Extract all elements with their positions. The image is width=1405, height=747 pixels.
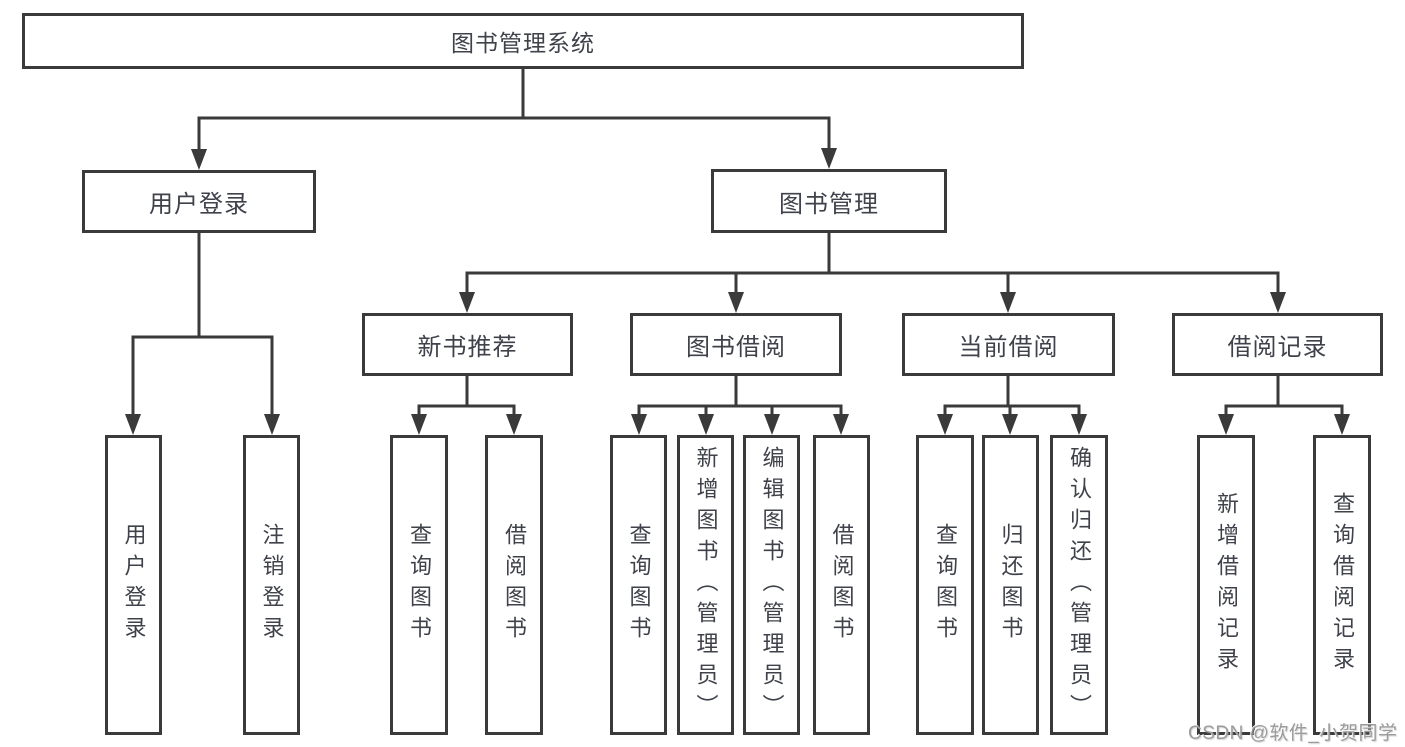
leaf-add-book-admin: 新增图书（管理员） xyxy=(677,435,734,735)
leaf-add-borrow-record: 新增借阅记录 xyxy=(1197,435,1255,735)
node-user-login: 用户登录 xyxy=(82,170,316,233)
leaf-edit-book-admin: 编辑图书（管理员） xyxy=(743,435,800,735)
node-book-management: 图书管理 xyxy=(711,169,947,233)
leaf-borrow-books-recommend: 借阅图书 xyxy=(485,435,543,735)
node-borrowing-records: 借阅记录 xyxy=(1172,313,1383,376)
node-new-book-recommendation: 新书推荐 xyxy=(362,313,573,376)
connector-new-book-to-leaves xyxy=(411,376,522,435)
connector-book-borrow-to-leaves xyxy=(631,376,849,435)
connector-current-borrow-to-leaves xyxy=(937,376,1087,435)
leaf-borrow-books: 借阅图书 xyxy=(813,435,870,735)
node-current-borrowing: 当前借阅 xyxy=(902,313,1115,376)
leaf-return-book: 归还图书 xyxy=(982,435,1039,735)
node-library-management-system: 图书管理系统 xyxy=(22,13,1024,69)
leaf-query-books-borrow: 查询图书 xyxy=(610,435,667,735)
csdn-watermark: CSDN @软件_小贺同学 xyxy=(1188,723,1398,744)
leaf-user-login: 用户登录 xyxy=(105,435,162,735)
connector-root-to-level2 xyxy=(191,69,837,170)
leaf-query-books-current: 查询图书 xyxy=(916,435,974,735)
leaf-query-books-recommend: 查询图书 xyxy=(390,435,448,735)
connector-borrow-records-to-leaves xyxy=(1218,376,1350,435)
leaf-confirm-return-admin: 确认归还（管理员） xyxy=(1050,435,1108,735)
connector-book-mgmt-to-level3 xyxy=(459,233,1286,313)
leaf-query-borrow-record: 查询借阅记录 xyxy=(1313,435,1371,735)
leaf-logout: 注销登录 xyxy=(243,435,300,735)
node-book-borrowing: 图书借阅 xyxy=(630,313,842,376)
connector-user-login-to-leaves xyxy=(125,233,280,435)
